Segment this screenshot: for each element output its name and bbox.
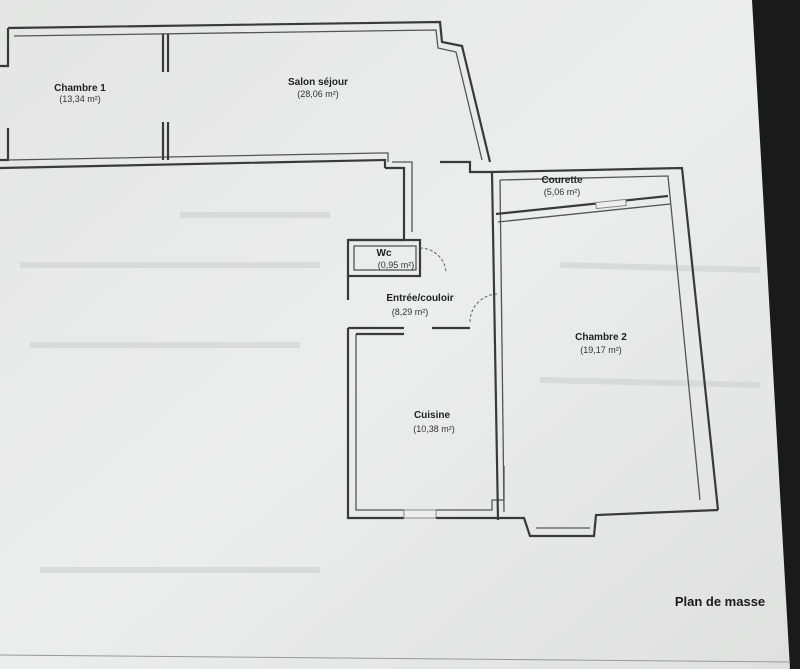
- room-name: Wc: [377, 248, 392, 259]
- room-area: (13,34 m²): [59, 94, 101, 104]
- room-label-chambre-1: Chambre 1 (13,34 m²): [54, 83, 106, 104]
- room-name: Salon séjour: [288, 77, 348, 88]
- room-area: (5,06 m²): [544, 187, 581, 197]
- paper-bottom-fold: [0, 654, 791, 663]
- wc-walls: [346, 238, 447, 278]
- room-name: Courette: [541, 175, 583, 186]
- right-block-walls: [490, 166, 720, 529]
- room-name: Cuisine: [414, 410, 451, 421]
- room-name: Entrée/couloir: [386, 293, 453, 304]
- left-block-walls: [0, 20, 492, 170]
- room-area: (0,95 m²): [378, 260, 415, 270]
- room-name: Chambre 1: [54, 83, 106, 94]
- kitchen-entry-walls: [346, 276, 719, 538]
- room-area: (8,29 m²): [392, 307, 429, 317]
- room-label-entree-couloir: Entrée/couloir (8,29 m²): [386, 293, 453, 317]
- room-area: (10,38 m²): [413, 424, 455, 434]
- room-area: (19,17 m²): [580, 345, 622, 355]
- room-area: (28,06 m²): [297, 89, 339, 99]
- show-through-text: [20, 212, 761, 573]
- room-label-courette: Courette (5,06 m²): [541, 175, 583, 197]
- room-label-wc: Wc (0,95 m²): [377, 248, 415, 270]
- room-label-salon-sejour: Salon séjour (28,06 m²): [288, 77, 348, 99]
- room-label-cuisine: Cuisine (10,38 m²): [413, 410, 455, 434]
- room-name: Chambre 2: [575, 332, 627, 343]
- plan-caption: Plan de masse: [675, 594, 765, 609]
- room-label-chambre-2: Chambre 2 (19,17 m²): [575, 332, 627, 355]
